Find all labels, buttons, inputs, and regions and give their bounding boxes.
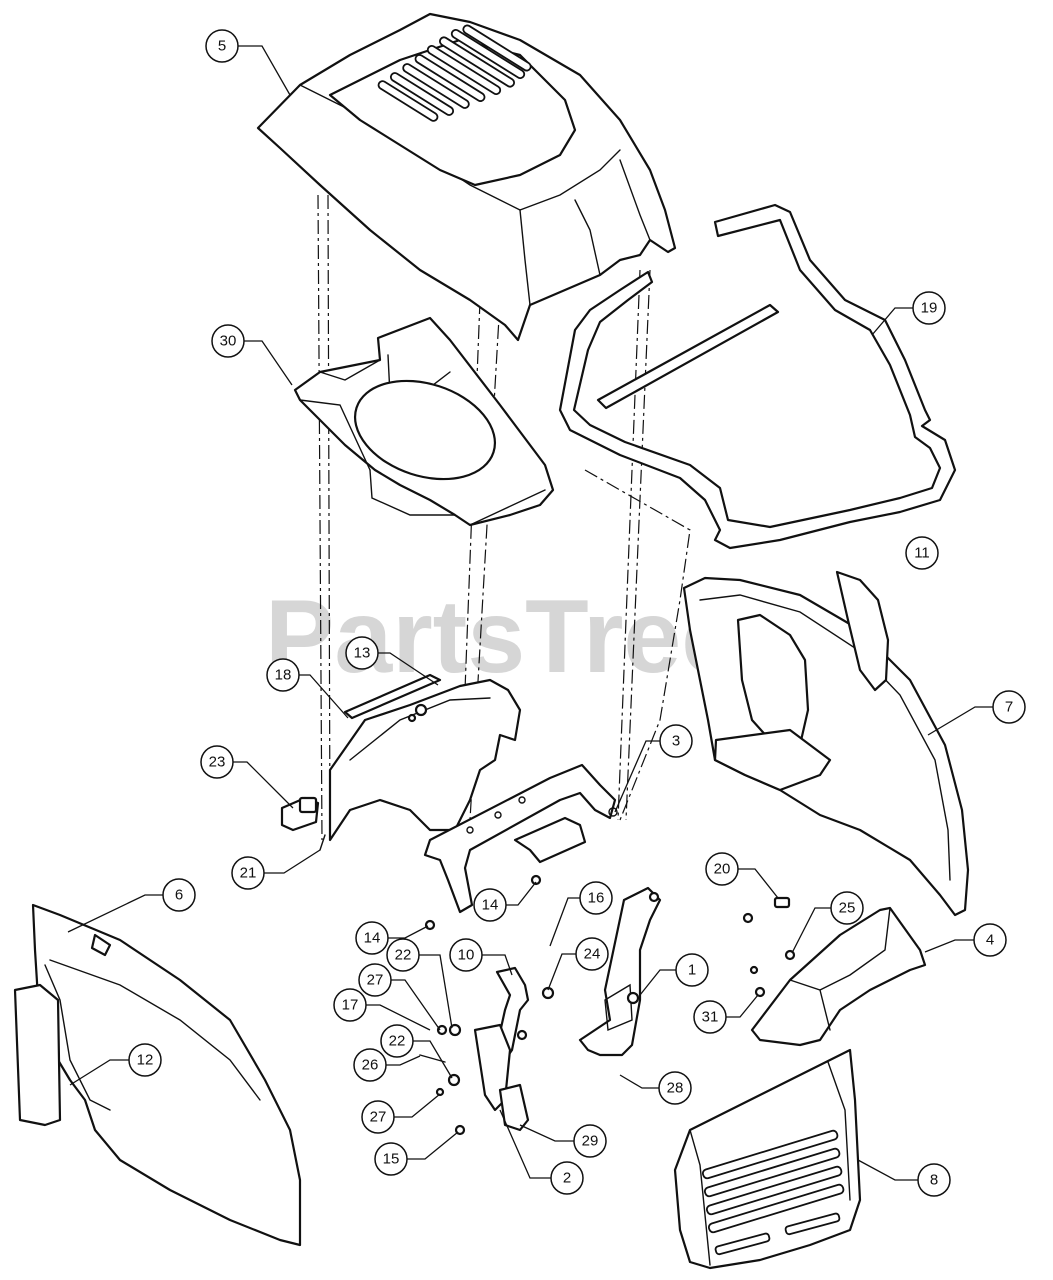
lever-brackets — [419, 886, 662, 1136]
svg-text:8: 8 — [930, 1172, 938, 1189]
svg-text:3: 3 — [672, 733, 680, 750]
svg-text:23: 23 — [209, 754, 226, 771]
svg-text:6: 6 — [175, 887, 183, 904]
svg-text:29: 29 — [582, 1133, 599, 1150]
svg-text:16: 16 — [588, 890, 605, 907]
svg-text:11: 11 — [914, 545, 930, 562]
svg-text:14: 14 — [482, 897, 499, 914]
svg-text:7: 7 — [1005, 699, 1013, 716]
callout-1[interactable]: 1 — [639, 953, 709, 996]
callout-29[interactable]: 29 — [519, 1124, 607, 1158]
svg-text:18: 18 — [275, 667, 292, 684]
svg-text:27: 27 — [367, 972, 384, 989]
callout-27-b[interactable]: 27 — [361, 1093, 441, 1134]
callout-27-a[interactable]: 27 — [358, 963, 441, 1031]
callout-14-b[interactable]: 14 — [355, 921, 429, 955]
svg-text:31: 31 — [702, 1009, 719, 1026]
callouts: 5 30 19 11 7 13 18 — [67, 29, 1026, 1197]
svg-text:4: 4 — [986, 932, 994, 949]
svg-text:24: 24 — [584, 946, 601, 963]
hood-vent-slots — [377, 24, 532, 122]
callout-24[interactable]: 24 — [547, 937, 609, 991]
watermark: PartsTree TM — [265, 579, 782, 695]
callout-28[interactable]: 28 — [619, 1071, 692, 1105]
svg-text:20: 20 — [714, 861, 731, 878]
callout-19[interactable]: 19 — [871, 291, 946, 336]
callout-8[interactable]: 8 — [857, 1159, 951, 1197]
left-side-panel — [13, 903, 302, 1247]
callout-2[interactable]: 2 — [499, 1109, 584, 1195]
callout-13[interactable]: 13 — [345, 636, 439, 686]
callout-26[interactable]: 26 — [353, 1048, 421, 1082]
svg-text:19: 19 — [921, 300, 938, 317]
left-shroud — [280, 673, 522, 851]
svg-text:21: 21 — [240, 865, 257, 882]
svg-text:30: 30 — [220, 333, 237, 350]
svg-text:28: 28 — [667, 1080, 684, 1097]
callout-15[interactable]: 15 — [374, 1131, 459, 1176]
right-side-panel — [682, 570, 970, 917]
dash-panel — [293, 316, 555, 527]
callout-21[interactable]: 21 — [231, 849, 321, 890]
svg-text:22: 22 — [395, 947, 412, 964]
svg-text:22: 22 — [389, 1033, 406, 1050]
hood-seal — [558, 203, 957, 550]
callout-14-a[interactable]: 14 — [473, 881, 537, 922]
svg-text:1: 1 — [688, 962, 696, 979]
front-grille — [673, 1048, 862, 1270]
grille-slots — [701, 1129, 845, 1256]
callout-18[interactable]: 18 — [266, 658, 349, 719]
svg-text:14: 14 — [364, 930, 381, 947]
callout-3[interactable]: 3 — [614, 724, 693, 813]
watermark-text: PartsTree — [265, 579, 739, 695]
callout-5[interactable]: 5 — [205, 29, 291, 96]
callout-17[interactable]: 17 — [333, 988, 431, 1031]
callout-7[interactable]: 7 — [927, 690, 1026, 736]
callout-16[interactable]: 16 — [549, 881, 613, 947]
svg-text:26: 26 — [362, 1057, 379, 1074]
callout-10[interactable]: 10 — [449, 938, 513, 976]
svg-text:15: 15 — [383, 1151, 400, 1168]
svg-text:25: 25 — [839, 900, 856, 917]
callout-12[interactable]: 12 — [69, 1043, 162, 1086]
svg-text:2: 2 — [563, 1170, 571, 1187]
svg-text:27: 27 — [370, 1109, 387, 1126]
callout-20[interactable]: 20 — [705, 852, 779, 899]
callout-31[interactable]: 31 — [693, 994, 759, 1034]
svg-text:10: 10 — [458, 947, 475, 964]
callout-11[interactable]: 11 — [905, 536, 939, 570]
callout-30[interactable]: 30 — [211, 324, 293, 386]
callout-23[interactable]: 23 — [200, 745, 294, 809]
hood-bracket — [423, 763, 618, 931]
svg-text:13: 13 — [354, 645, 371, 662]
callout-22-b[interactable]: 22 — [380, 1024, 453, 1079]
callout-22-a[interactable]: 22 — [386, 938, 453, 1029]
callout-4[interactable]: 4 — [924, 923, 1007, 957]
hood-top — [256, 12, 677, 342]
callout-25[interactable]: 25 — [791, 891, 864, 954]
headlight-lens — [742, 896, 927, 1047]
svg-text:17: 17 — [342, 997, 359, 1014]
svg-text:12: 12 — [137, 1052, 154, 1069]
svg-text:5: 5 — [218, 38, 226, 55]
callout-6[interactable]: 6 — [67, 878, 196, 933]
